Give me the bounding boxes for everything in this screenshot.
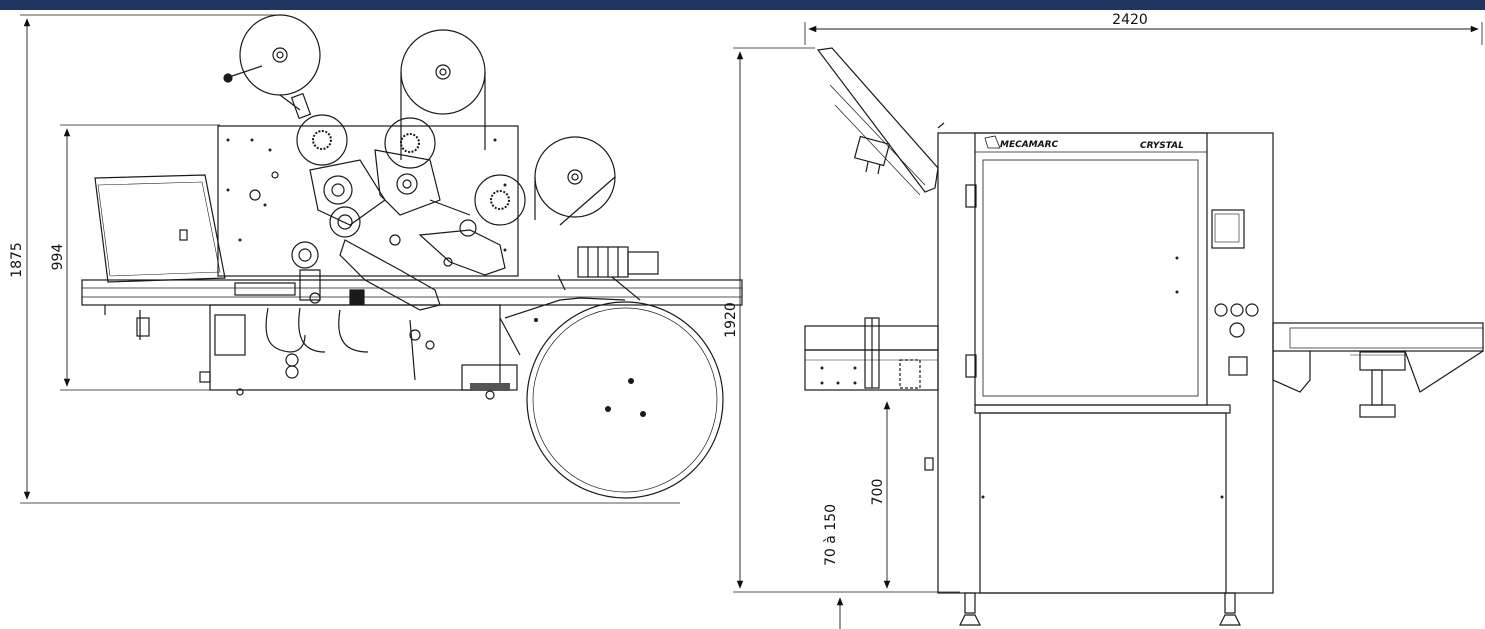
conveyor-outfeed (1272, 322, 1484, 418)
top-view: 1875 994 (9, 14, 743, 504)
dimension-label-2420: 2420 (1112, 12, 1148, 28)
dimension-label-994: 994 (50, 244, 66, 271)
machine-cabinet: MECAMARC CRYSTAL (924, 122, 1274, 626)
conveyor-infeed (804, 317, 939, 391)
dimension-1920: 1920 (723, 47, 960, 593)
operator-panel (94, 174, 226, 283)
dimension-2420: 2420 (804, 12, 1483, 45)
label-roll-1 (223, 14, 321, 120)
lower-mechanisms (199, 307, 518, 400)
model-name: CRYSTAL (1140, 141, 1184, 151)
dimension-label-70-150: 70 à 150 (823, 504, 839, 566)
dimension-700: 700 (870, 401, 891, 589)
dimension-994: 994 (50, 124, 220, 391)
star-wheel-2 (384, 117, 436, 169)
motor (557, 246, 659, 301)
dimension-label-700: 700 (870, 479, 886, 506)
header-bar (0, 0, 1485, 10)
brand-logo: MECAMARC (1000, 140, 1059, 150)
conveyor (81, 279, 743, 340)
front-view: 2420 1920 700 70 à 150 (723, 12, 1484, 629)
label-roll-3 (534, 136, 616, 226)
main-frame (217, 125, 519, 277)
star-wheel-3 (474, 174, 526, 226)
star-wheel-1 (296, 114, 348, 166)
lower-frame (209, 304, 501, 391)
dimension-70-150: 70 à 150 (823, 504, 844, 629)
dimension-label-1875: 1875 (9, 242, 25, 278)
label-roll-2 (400, 29, 486, 160)
touchscreen-arm (816, 47, 939, 196)
dimension-label-1920: 1920 (723, 302, 739, 338)
applicator-assembly (291, 149, 506, 311)
hmi-screen (1211, 209, 1245, 249)
rotary-table (499, 297, 724, 499)
dimension-1875: 1875 (9, 14, 680, 504)
